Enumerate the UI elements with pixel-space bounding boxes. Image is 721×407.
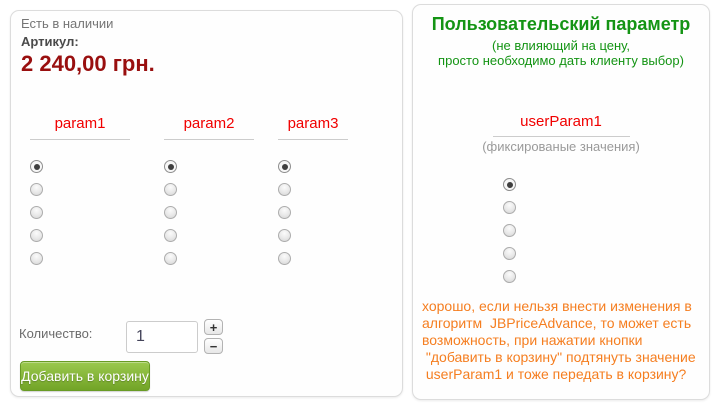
radio-option[interactable] bbox=[503, 178, 516, 191]
param3-column: param3 bbox=[278, 115, 348, 265]
radio-option[interactable] bbox=[503, 270, 516, 283]
minus-icon: − bbox=[209, 338, 218, 354]
param2-column: param2 bbox=[164, 115, 254, 265]
comment-note: хорошо, если нельзя внести изменения в а… bbox=[422, 298, 710, 383]
radio-option[interactable] bbox=[278, 160, 291, 173]
sku-label: Артикул: bbox=[21, 34, 79, 49]
radio-option[interactable] bbox=[278, 252, 291, 265]
radio-option[interactable] bbox=[503, 247, 516, 260]
comment-line: хорошо, если нельзя внести изменения в bbox=[422, 298, 692, 314]
radio-option[interactable] bbox=[164, 229, 177, 242]
subtitle-line: (не влияющий на цену, bbox=[492, 38, 630, 53]
param2-label: param2 bbox=[164, 115, 254, 140]
param1-options bbox=[30, 160, 130, 265]
radio-option[interactable] bbox=[503, 224, 516, 237]
quantity-label: Количество: bbox=[19, 326, 93, 341]
radio-option[interactable] bbox=[30, 206, 43, 219]
quantity-increase-button[interactable]: + bbox=[204, 319, 223, 335]
radio-option[interactable] bbox=[30, 229, 43, 242]
product-panel: Есть в наличии Артикул: 2 240,00 грн. pa… bbox=[10, 10, 403, 397]
subtitle-line: просто необходимо дать клиенту выбор) bbox=[438, 53, 684, 68]
stock-status: Есть в наличии bbox=[21, 16, 114, 31]
add-to-cart-label: Добавить в корзину bbox=[21, 368, 149, 384]
param1-label: param1 bbox=[30, 115, 130, 140]
radio-option[interactable] bbox=[278, 229, 291, 242]
radio-option[interactable] bbox=[164, 160, 177, 173]
radio-option[interactable] bbox=[278, 183, 291, 196]
user-param-label: userParam1 bbox=[492, 113, 630, 137]
radio-option[interactable] bbox=[164, 183, 177, 196]
param2-options bbox=[164, 160, 254, 265]
radio-option[interactable] bbox=[30, 183, 43, 196]
comment-line: алгоритм JBPriceAdvance, то может есть bbox=[422, 315, 692, 331]
radio-option[interactable] bbox=[503, 201, 516, 214]
param3-label: param3 bbox=[278, 115, 348, 140]
user-parameter-subtitle: (не влияющий на цену, просто необходимо … bbox=[413, 38, 709, 68]
radio-option[interactable] bbox=[278, 206, 291, 219]
add-to-cart-button[interactable]: Добавить в корзину bbox=[20, 361, 150, 391]
user-parameter-panel: Пользовательский параметр (не влияющий н… bbox=[412, 4, 710, 400]
radio-option[interactable] bbox=[30, 160, 43, 173]
comment-line: userParam1 и тоже передать в корзину? bbox=[422, 366, 687, 382]
radio-option[interactable] bbox=[30, 252, 43, 265]
param3-options bbox=[278, 160, 348, 265]
comment-line: "добавить в корзину" подтянуть значение bbox=[422, 349, 696, 365]
comment-line: возможность, при нажатии кнопки bbox=[422, 332, 643, 348]
user-param-options bbox=[503, 178, 516, 283]
user-param-header: userParam1 bbox=[413, 113, 709, 137]
fixed-values-note: (фиксированые значения) bbox=[482, 139, 640, 154]
user-parameter-title: Пользовательский параметр bbox=[431, 14, 691, 34]
radio-option[interactable] bbox=[164, 252, 177, 265]
quantity-input[interactable] bbox=[126, 321, 198, 353]
quantity-decrease-button[interactable]: − bbox=[204, 338, 223, 354]
plus-icon: + bbox=[209, 319, 218, 335]
radio-option[interactable] bbox=[164, 206, 177, 219]
param1-column: param1 bbox=[30, 115, 130, 265]
product-price: 2 240,00 грн. bbox=[21, 51, 155, 76]
